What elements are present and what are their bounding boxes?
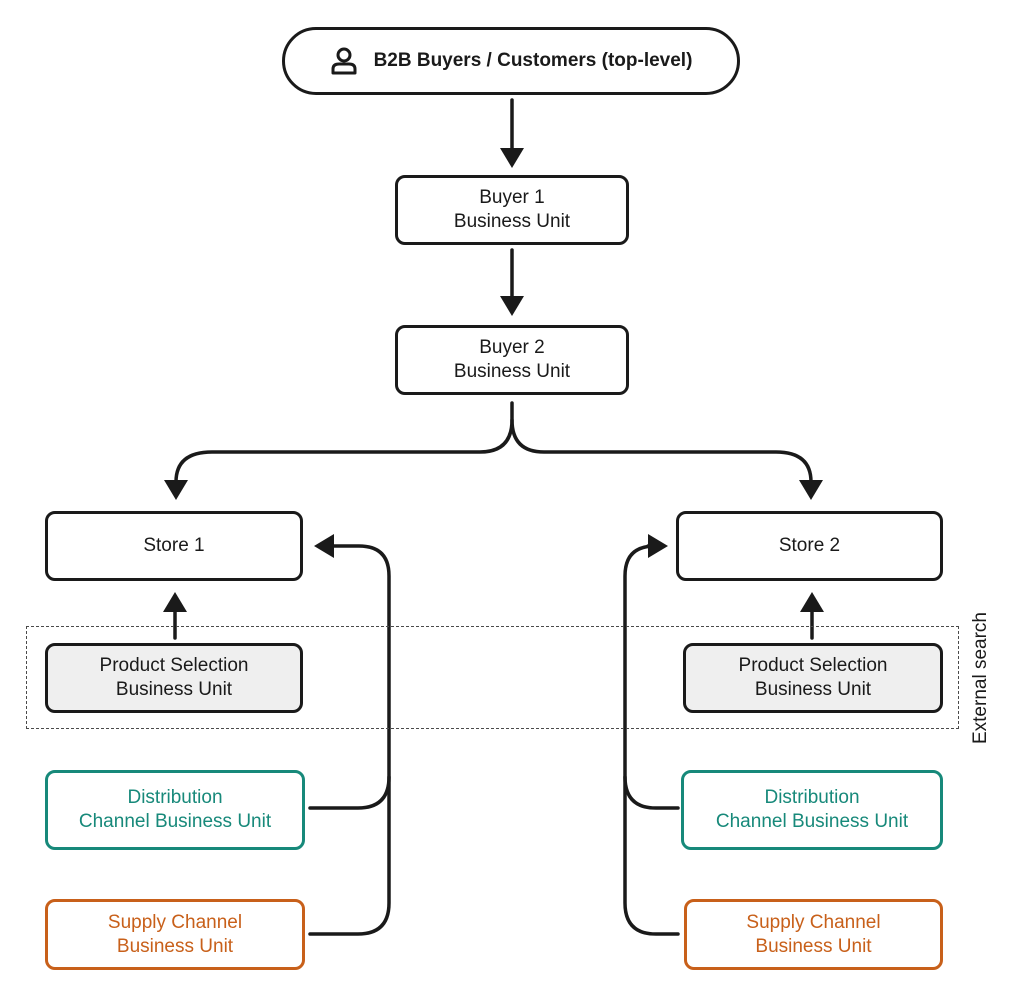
buyer1-line1: Buyer 1 [479,187,545,208]
left-product-line2: Business Unit [115,679,233,700]
top-level-buyers-label: B2B Buyers / Customers (top-level) [373,50,693,71]
left-supply-node: Supply Channel Business Unit [45,899,305,970]
buyer1-node: Buyer 1 Business Unit [395,175,629,245]
right-distribution-line1: Distribution [764,787,860,808]
arrow-left-channels-to-store1 [308,544,391,810]
right-product-line2: Business Unit [754,679,872,700]
right-supply-line1: Supply Channel [746,911,881,933]
left-supply-line1: Supply Channel [107,911,243,933]
store2-label: Store 2 [778,535,841,556]
right-product-line1: Product Selection [738,655,888,676]
right-supply-line2: Business Unit [755,935,872,957]
right-product-selection-node: Product Selection Business Unit [683,643,943,713]
buyer2-line1: Buyer 2 [479,337,545,358]
store2-node: Store 2 [676,511,943,581]
left-distribution-line2: Channel Business Unit [78,811,272,832]
left-product-line1: Product Selection [99,655,249,676]
buyer1-line2: Business Unit [453,211,571,232]
connector-right-supply [623,775,680,936]
left-product-selection-node: Product Selection Business Unit [45,643,303,713]
store1-node: Store 1 [45,511,303,581]
left-distribution-line1: Distribution [127,787,223,808]
top-level-buyers-node: B2B Buyers / Customers (top-level) [282,27,740,95]
left-distribution-node: Distribution Channel Business Unit [45,770,305,850]
arrow-right-channels-to-store2 [623,544,680,810]
buyer2-node: Buyer 2 Business Unit [395,325,629,395]
external-search-label: External search [970,612,991,745]
buyer2-line2: Business Unit [453,361,571,382]
store1-label: Store 1 [143,535,205,556]
right-distribution-line2: Channel Business Unit [715,811,909,832]
arrow-buyer2-to-store2 [510,418,813,484]
right-distribution-node: Distribution Channel Business Unit [681,770,943,850]
left-supply-line2: Business Unit [116,935,234,957]
person-icon [331,47,357,75]
right-supply-node: Supply Channel Business Unit [684,899,943,970]
connector-left-supply [308,775,391,936]
external-search-zone [26,626,959,729]
arrow-buyer2-to-store1 [174,401,514,484]
